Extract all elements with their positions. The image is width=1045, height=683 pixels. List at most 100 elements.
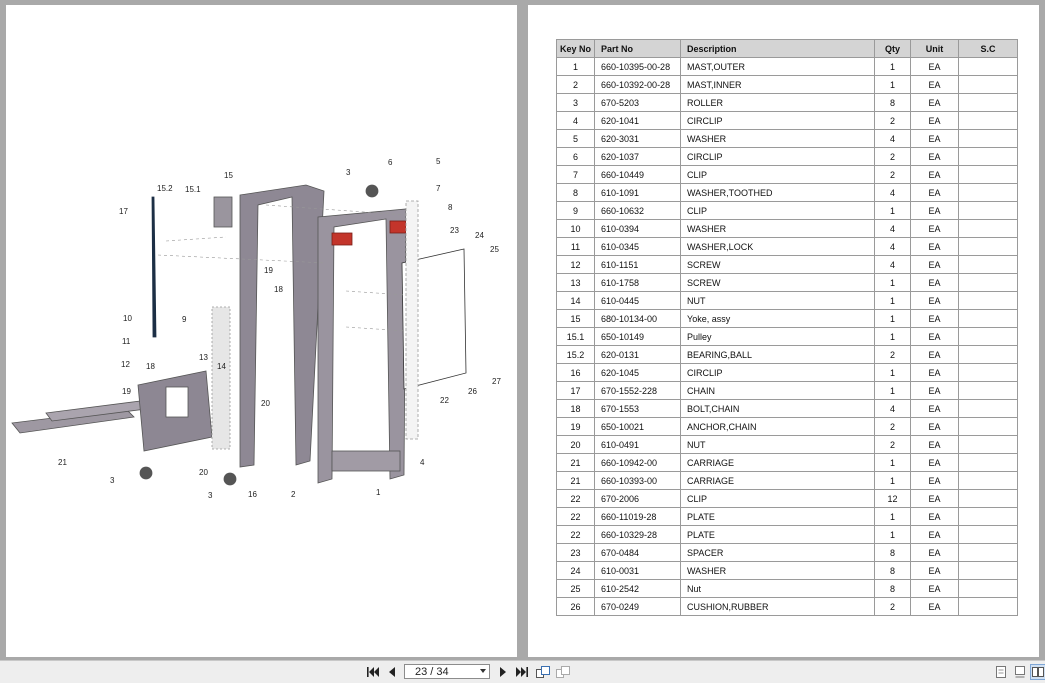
last-page-icon[interactable] (514, 664, 530, 680)
cell-part-no: 670-1552-228 (594, 381, 682, 400)
callout: 3 (110, 476, 115, 485)
callout: 3 (208, 491, 213, 500)
cell-description: MAST,INNER (680, 75, 876, 94)
cell-key-no: 25 (555, 579, 596, 598)
callout: 7 (436, 184, 441, 193)
cell-sc (958, 147, 1019, 166)
exploded-mast-drawing: 1 2 3 3 3 4 5 6 7 8 9 10 11 12 13 14 15 … (11, 157, 501, 500)
viewer-toolbar: 23 / 34 (0, 660, 1045, 683)
cell-qty: 4 (874, 219, 912, 238)
cell-description: SCREW (680, 273, 876, 292)
cell-qty: 1 (874, 471, 912, 490)
cell-part-no: 620-0131 (594, 345, 682, 364)
inner-mast (239, 184, 325, 468)
cell-qty: 1 (874, 201, 912, 220)
cell-qty: 2 (874, 417, 912, 436)
callout: 15 (224, 171, 233, 180)
cell-unit: EA (910, 255, 960, 274)
cell-sc (958, 453, 1019, 472)
cell-description: CIRCLIP (680, 147, 876, 166)
continuous-icon[interactable] (1012, 664, 1028, 680)
cell-part-no: 610-2542 (594, 579, 682, 598)
header-part-no: Part No (594, 39, 682, 58)
cell-description: CLIP (680, 165, 876, 184)
cell-key-no: 21 (555, 453, 596, 472)
cell-part-no: 660-10392-00-28 (594, 75, 682, 94)
cell-key-no: 9 (555, 201, 596, 220)
cell-unit: EA (910, 489, 960, 508)
cell-sc (958, 183, 1019, 202)
page-selector[interactable]: 23 / 34 (404, 664, 490, 679)
cell-unit: EA (910, 471, 960, 490)
cell-unit: EA (910, 183, 960, 202)
cell-description: ANCHOR,CHAIN (680, 417, 876, 436)
callout: 20 (261, 399, 270, 408)
callout: 3 (346, 168, 351, 177)
cell-qty: 8 (874, 543, 912, 562)
cell-unit: EA (910, 435, 960, 454)
callout: 23 (450, 226, 459, 235)
cell-unit: EA (910, 417, 960, 436)
cell-key-no: 24 (555, 561, 596, 580)
cell-sc (958, 543, 1019, 562)
cell-sc (958, 363, 1019, 382)
cell-part-no: 620-1045 (594, 363, 682, 382)
cell-unit: EA (910, 363, 960, 382)
cell-unit: EA (910, 219, 960, 238)
callout: 8 (448, 203, 453, 212)
cell-sc (958, 435, 1019, 454)
cell-part-no: 660-10329-28 (594, 525, 682, 544)
facing-pages-icon[interactable] (1030, 664, 1045, 680)
header-description: Description (680, 39, 876, 58)
cell-key-no: 8 (555, 183, 596, 202)
callout: 19 (264, 266, 273, 275)
callout: 11 (122, 337, 131, 346)
cell-sc (958, 291, 1019, 310)
cell-unit: EA (910, 507, 960, 526)
first-page-icon[interactable] (365, 664, 381, 680)
cell-key-no: 2 (555, 75, 596, 94)
cell-part-no: 670-0484 (594, 543, 682, 562)
cell-description: WASHER,LOCK (680, 237, 876, 256)
parts-list-page: Key No Part No Description Qty Unit S.C … (528, 5, 1039, 657)
cell-description: BOLT,CHAIN (680, 399, 876, 418)
cell-description: BEARING,BALL (680, 345, 876, 364)
prev-page-icon[interactable] (384, 664, 400, 680)
cell-description: WASHER (680, 129, 876, 148)
cell-key-no: 26 (555, 597, 596, 616)
next-page-icon[interactable] (495, 664, 511, 680)
single-page-icon[interactable] (993, 664, 1009, 680)
callout: 2 (291, 490, 296, 499)
cell-description: WASHER,TOOTHED (680, 183, 876, 202)
callout: 5 (436, 157, 441, 166)
cell-sc (958, 579, 1019, 598)
outline-view-icon[interactable] (555, 664, 571, 680)
cell-part-no: 650-10149 (594, 327, 682, 346)
callout: 24 (475, 231, 484, 240)
cell-qty: 1 (874, 453, 912, 472)
chain (151, 196, 157, 338)
callout: 22 (440, 396, 449, 405)
cell-part-no: 620-3031 (594, 129, 682, 148)
thumbnail-view-icon[interactable] (535, 664, 551, 680)
cell-sc (958, 417, 1019, 436)
cell-description: WASHER (680, 219, 876, 238)
